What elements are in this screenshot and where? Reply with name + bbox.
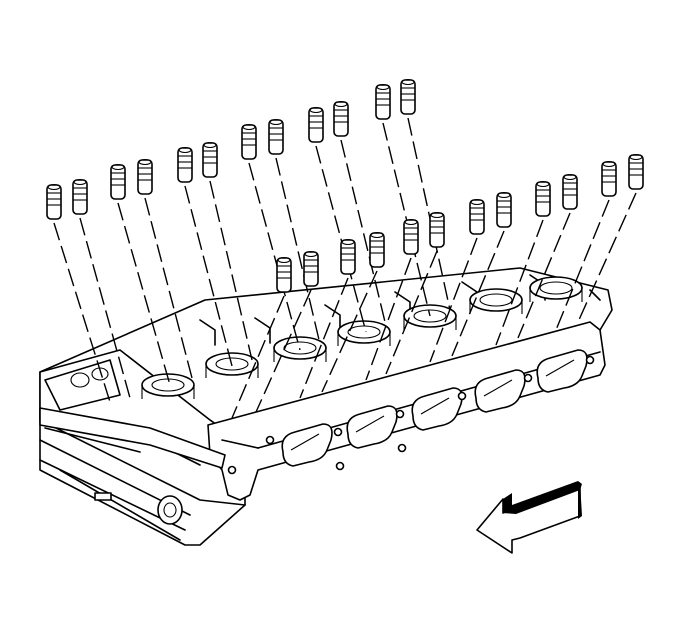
- bolt-hole: [265, 435, 275, 445]
- valve-bores: [141, 276, 583, 399]
- valve-lifter: [72, 178, 131, 399]
- valve-lifter: [299, 238, 356, 399]
- valve-bore: [529, 276, 583, 302]
- valve-lifter: [46, 183, 111, 403]
- bolt-hole: [457, 391, 467, 401]
- bolt-hole: [397, 443, 407, 453]
- valve-lifter: [137, 158, 193, 379]
- valve-lifter: [400, 78, 451, 311]
- valve-lifter: [177, 146, 233, 367]
- intake-port: [346, 405, 398, 449]
- valve-lifter: [495, 180, 551, 346]
- valve-lifter: [110, 163, 171, 386]
- bolt-hole: [335, 461, 345, 471]
- intake-port: [536, 349, 588, 393]
- direction-arrow-icon: [476, 481, 582, 554]
- intake-port: [411, 387, 463, 431]
- valve-bore: [141, 373, 195, 399]
- bolt-hole: [395, 409, 405, 419]
- bolt-hole: [333, 427, 343, 437]
- valve-bore: [337, 320, 391, 346]
- valve-lifter: [333, 100, 387, 327]
- valve-lifter: [429, 198, 485, 363]
- valve-lifter: [451, 191, 512, 357]
- valve-lifter: [268, 118, 321, 345]
- intake-port: [474, 369, 526, 413]
- valve-lifter: [385, 211, 445, 375]
- valve-lifter: [241, 123, 301, 351]
- intake-ports: [227, 349, 595, 475]
- valve-lifter: [365, 218, 419, 381]
- valve-lifter: [321, 231, 385, 393]
- bolt-hole: [227, 465, 237, 475]
- bolt-hole: [585, 355, 595, 365]
- valve-lifter: [308, 106, 367, 333]
- bolt-hole: [523, 373, 533, 383]
- valve-lifters: [46, 78, 644, 419]
- valve-lifter: [231, 256, 292, 419]
- valve-lifter: [255, 250, 319, 413]
- valve-lifter: [202, 141, 253, 361]
- valve-lifter: [577, 153, 644, 323]
- valve-lifter: [517, 173, 578, 339]
- valve-lifter: [555, 160, 617, 331]
- intake-port: [281, 423, 333, 467]
